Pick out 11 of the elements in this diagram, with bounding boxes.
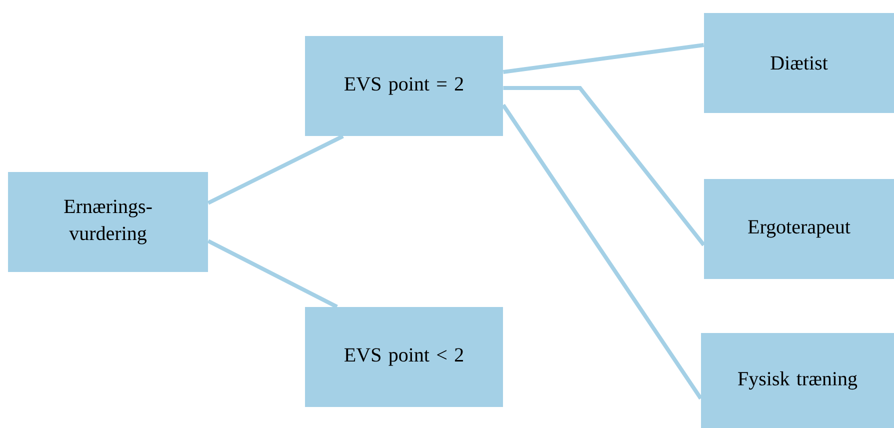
process-box: EVS point = 2 <box>305 36 503 136</box>
process-box: Diætist <box>704 13 894 113</box>
connector-line <box>207 239 338 309</box>
process-box: Ernærings- vurdering <box>8 172 208 272</box>
connector-line <box>502 43 704 74</box>
connector-line <box>207 134 344 205</box>
process-box: Fysisk træning <box>701 333 894 428</box>
process-box: Ergoterapeut <box>704 179 894 279</box>
connector-line <box>502 104 702 400</box>
process-box: EVS point < 2 <box>305 307 503 407</box>
connector-line <box>503 86 706 246</box>
